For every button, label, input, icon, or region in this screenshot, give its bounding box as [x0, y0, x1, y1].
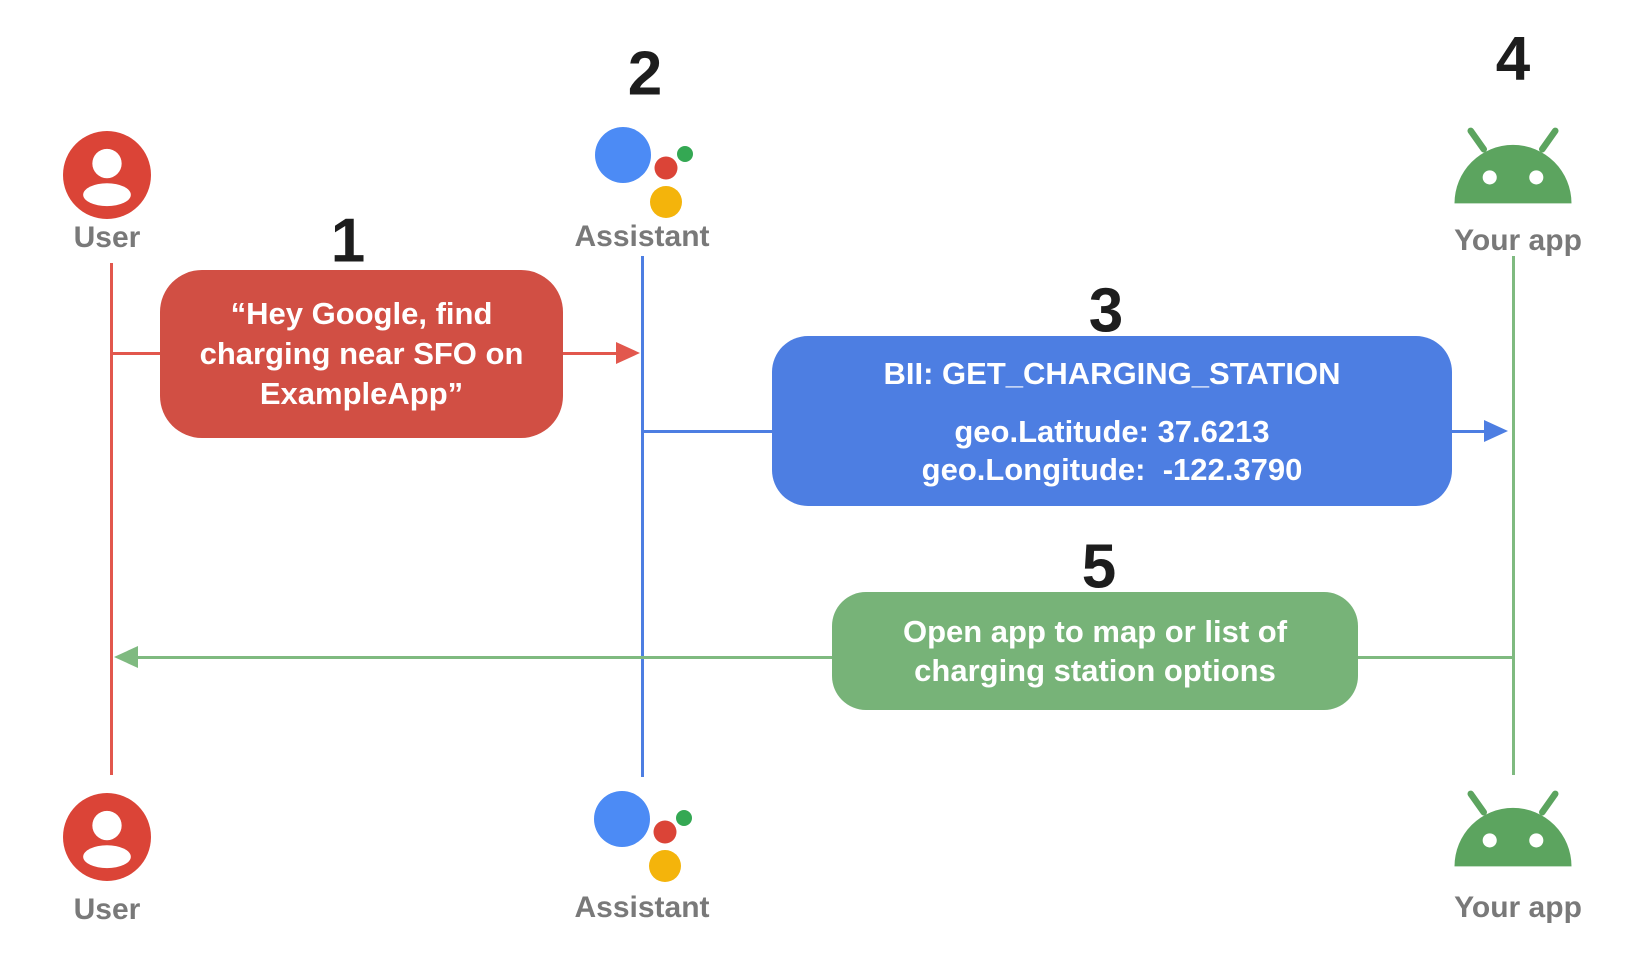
user-icon — [63, 131, 151, 219]
open-app-line: charging station options — [914, 653, 1276, 688]
step-2-number: 2 — [627, 39, 663, 109]
your-app-lifeline — [1512, 256, 1515, 775]
bii-longitude: geo.Longitude: -122.3790 — [921, 452, 1303, 487]
open-app-line: Open app to map or list of — [902, 614, 1288, 649]
actor-label-user: User — [73, 221, 141, 254]
actor-label-your-app: Your app — [1454, 224, 1582, 257]
arrowhead-left-icon — [114, 646, 138, 668]
step-1-number: 1 — [330, 206, 366, 276]
user-query-line: charging near SFO on — [199, 336, 524, 371]
actor-label-assistant: Assistant — [574, 891, 710, 924]
actor-label-user: User — [73, 893, 141, 926]
google-assistant-icon — [594, 791, 692, 882]
user-query-line: ExampleApp” — [259, 376, 464, 411]
bii-latitude: geo.Latitude: 37.6213 — [954, 414, 1270, 449]
step-4-number: 4 — [1495, 24, 1531, 94]
actor-label-assistant: Assistant — [574, 220, 710, 253]
android-icon — [1454, 790, 1572, 867]
step-5-number: 5 — [1081, 532, 1117, 602]
arrowhead-right-icon — [616, 342, 640, 364]
user-query-line: “Hey Google, find — [230, 296, 493, 331]
actor-label-your-app: Your app — [1454, 891, 1582, 924]
arrowhead-right-icon — [1484, 420, 1508, 442]
android-icon — [1454, 127, 1572, 204]
assistant-lifeline — [641, 256, 644, 777]
user-icon — [63, 793, 151, 881]
bii-message-box: BII: GET_CHARGING_STATION geo.Latitude: … — [772, 336, 1452, 506]
google-assistant-icon — [595, 127, 693, 218]
user-lifeline — [110, 263, 113, 775]
arrow-app-to-user — [138, 656, 1514, 659]
step-3-number: 3 — [1088, 276, 1124, 346]
open-app-message-box: Open app to map or list of charging stat… — [832, 592, 1358, 710]
user-query-bubble: “Hey Google, find charging near SFO on E… — [160, 270, 563, 438]
bii-title: BII: GET_CHARGING_STATION — [883, 356, 1341, 391]
